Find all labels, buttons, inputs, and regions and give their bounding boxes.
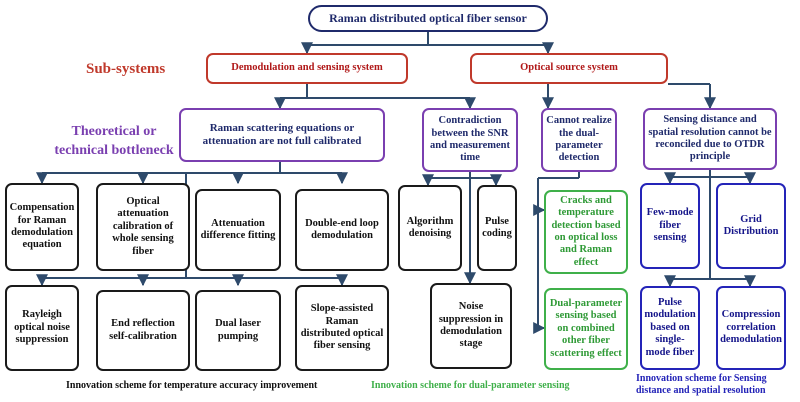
caption-sensing: Innovation scheme for Sensing distance a…	[636, 373, 767, 396]
bottleneck-dual-parameter: Cannot realize the dual-parameter detect…	[541, 108, 617, 172]
caption-dual-parameter: Innovation scheme for dual-parameter sen…	[371, 380, 570, 391]
subsystem-demodulation: Demodulation and sensing system	[206, 53, 408, 84]
root-node: Raman distributed optical fiber sensor	[308, 5, 548, 32]
scheme-rayleigh: Rayleigh optical noise suppression	[5, 285, 79, 371]
scheme-pulse-modulation: Pulse modulation based on single-mode fi…	[640, 286, 700, 370]
scheme-dual-parameter-sensing: Dual-parameter sensing based on combined…	[544, 288, 628, 370]
scheme-grid-distribution: Grid Distribution	[716, 183, 786, 269]
scheme-optical-attenuation: Optical attenuation calibration of whole…	[96, 183, 190, 271]
bottleneck-raman: Raman scattering equations or attenuatio…	[179, 108, 385, 162]
scheme-double-end: Double-end loop demodulation	[295, 189, 389, 271]
bottleneck-label-line1: Theoretical or	[71, 124, 157, 139]
scheme-compression-correlation: Compression correlation demodulation	[716, 286, 786, 370]
scheme-slope-assisted: Slope-assisted Raman distributed optical…	[295, 285, 389, 371]
caption-temperature: Innovation scheme for temperature accura…	[66, 380, 318, 391]
subsystems-label: Sub-systems	[86, 61, 166, 77]
bottleneck-sensing: Sensing distance and spatial resolution …	[643, 108, 777, 170]
scheme-attenuation-difference: Attenuation difference fitting	[195, 189, 281, 271]
scheme-dual-laser: Dual laser pumping	[195, 290, 281, 371]
bottleneck-label-line2: technical bottleneck	[54, 143, 174, 158]
scheme-compensation: Compensation for Raman demodulation equa…	[5, 183, 79, 271]
bottleneck-snr: Contradiction between the SNR and measur…	[422, 108, 518, 172]
scheme-noise-suppression: Noise suppression in demodulation stage	[430, 283, 512, 369]
scheme-few-mode-fiber: Few-mode fiber sensing	[640, 183, 700, 269]
scheme-cracks-temperature: Cracks and temperature detection based o…	[544, 190, 628, 274]
scheme-end-reflection: End reflection self-calibration	[96, 290, 190, 371]
subsystem-optical-source: Optical source system	[470, 53, 668, 84]
scheme-pulse-coding: Pulse coding	[477, 185, 517, 271]
scheme-algorithm-denoising: Algorithm denoising	[398, 185, 462, 271]
